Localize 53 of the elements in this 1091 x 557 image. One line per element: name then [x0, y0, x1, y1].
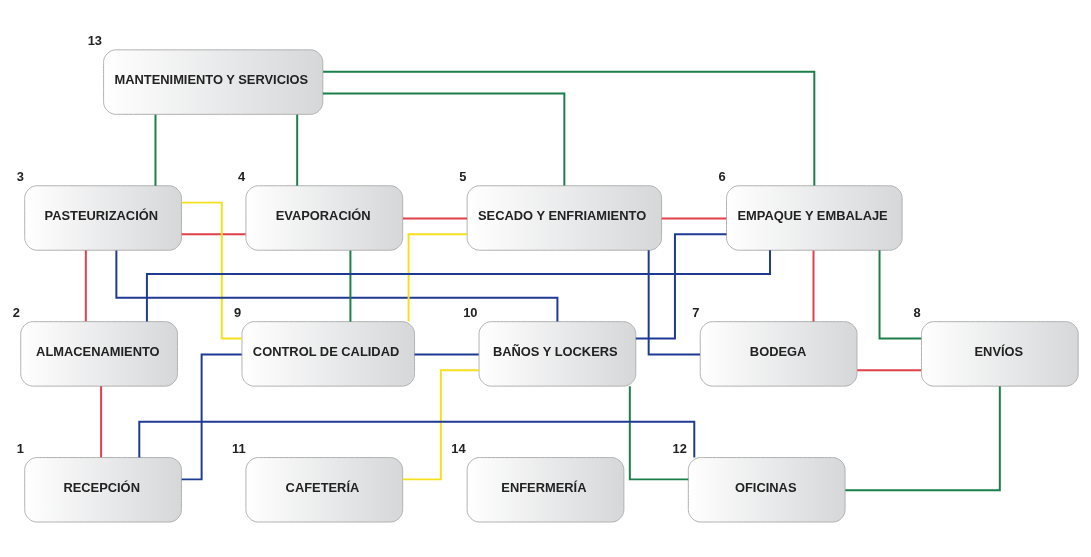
node-label: 11 — [232, 440, 246, 456]
connector — [660, 217, 728, 219]
node-label: 1 — [16, 440, 24, 456]
connector — [647, 248, 701, 355]
connector — [401, 217, 469, 219]
node-box: ENVÍOS — [920, 320, 1079, 387]
connector — [413, 352, 480, 355]
node-label: 6 — [718, 168, 726, 184]
node-label: 8 — [913, 304, 921, 320]
node-label: 13 — [87, 32, 103, 48]
node-label: 14 — [451, 440, 466, 456]
node-box: CAFETERÍA — [245, 456, 404, 523]
connector — [628, 384, 690, 480]
node-box: ENFERMERÍA — [466, 456, 625, 523]
node-label: 4 — [237, 168, 246, 184]
node-box: EMPAQUE Y EMBALAJE — [726, 184, 903, 251]
node-box: OFICINAS — [687, 456, 846, 523]
node-label: 3 — [16, 168, 24, 184]
connector — [180, 201, 243, 339]
node-box: CONTROL DE CALIDAD — [241, 320, 416, 387]
node-box: SECADO Y ENFRIAMIENTO — [466, 184, 663, 251]
connector — [296, 113, 299, 187]
node-label: 7 — [692, 304, 700, 320]
connector — [180, 352, 243, 480]
node-label: 5 — [459, 168, 467, 184]
connector — [321, 92, 566, 187]
connector — [84, 248, 87, 322]
node-label: 9 — [234, 304, 242, 320]
connector — [100, 384, 103, 458]
connector — [401, 368, 480, 480]
connector — [407, 232, 469, 323]
connector — [180, 232, 247, 235]
connector — [154, 113, 157, 187]
connector — [145, 248, 771, 322]
connector — [812, 249, 815, 323]
node-box: PASTEURIZACIÓN — [24, 184, 182, 251]
node-label: 12 — [672, 440, 687, 456]
node-box: RECEPCIÓN — [24, 456, 182, 523]
connector — [878, 248, 923, 339]
connector — [634, 232, 728, 339]
connector — [138, 420, 696, 458]
node-box: MANTENIMIENTO Y SERVICIOS — [103, 48, 324, 115]
connector — [115, 249, 559, 323]
connector — [844, 384, 1001, 491]
node-box: EVAPORACIÓN — [245, 184, 404, 251]
node-box: BAÑOS Y LOCKERS — [478, 320, 637, 387]
node-box: BODEGA — [699, 320, 858, 387]
connector — [856, 368, 923, 371]
node-label: 10 — [463, 304, 478, 320]
connector — [322, 70, 816, 186]
node-label: 2 — [12, 304, 20, 320]
connector — [349, 249, 352, 323]
node-box: ALMACENAMIENTO — [20, 320, 178, 387]
